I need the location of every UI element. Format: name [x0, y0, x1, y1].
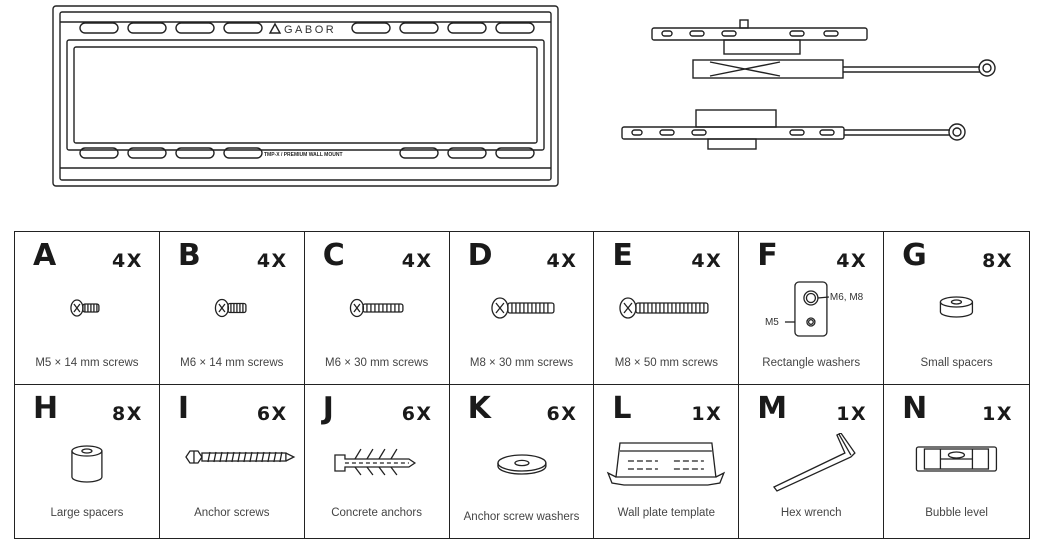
parts-list-grid: A 4X M5 × 14 mm screws B 4X M6 × 14 mm s… [14, 231, 1030, 539]
part-quantity: 4X [836, 250, 868, 272]
part-label: M8 × 50 mm screws [614, 357, 718, 369]
hex-wrench-icon [739, 433, 883, 511]
part-cell-a: A 4X M5 × 14 mm screws [15, 232, 160, 385]
part-quantity: 4X [256, 250, 288, 272]
part-label: Concrete anchors [331, 507, 423, 519]
part-letter: B [177, 238, 202, 273]
template-icon [594, 433, 738, 511]
part-cell-g: G 8X Small spacers [884, 232, 1029, 385]
part-label: Large spacers [50, 507, 124, 519]
part-letter: I [177, 391, 191, 426]
small-spacer-icon [884, 280, 1029, 358]
part-cell-k: K 6X Anchor screw washers [450, 385, 595, 538]
part-cell-m: M 1X Hex wrench [739, 385, 885, 538]
part-cell-e: E 4X M8 × 50 mm screws [594, 232, 740, 385]
bubble-level-icon [884, 433, 1029, 511]
brand-logo: GABOR [284, 24, 336, 36]
part-cell-f: F 4X M6, M8 M5 Rectangle washers [739, 232, 885, 385]
short-screw-icon [160, 280, 304, 358]
part-cell-j: J 6X Concrete anchors [305, 385, 450, 538]
part-quantity: 6X [546, 403, 578, 425]
part-label: M6 × 14 mm screws [180, 357, 284, 369]
part-letter: M [757, 391, 789, 426]
part-quantity: 1X [836, 403, 868, 425]
short-screw-icon [15, 280, 159, 358]
part-letter: F [757, 238, 779, 273]
medium-screw-icon [305, 280, 449, 358]
large-spacer-icon [15, 433, 159, 511]
part-letter: A [33, 238, 58, 273]
part-label: Hex wrench [780, 507, 842, 519]
part-letter: H [33, 391, 60, 426]
medium-screw-icon [450, 280, 594, 358]
part-quantity: 6X [256, 403, 288, 425]
anchor-screw-icon [160, 433, 304, 511]
part-label: M5 × 14 mm screws [35, 357, 139, 369]
part-letter: J [322, 391, 335, 426]
part-letter: E [612, 238, 634, 273]
part-quantity: 6X [401, 403, 433, 425]
part-quantity: 1X [691, 403, 723, 425]
washer-callout-large: M6, M8 [830, 292, 864, 303]
long-screw-icon [594, 280, 738, 358]
part-letter: K [467, 391, 492, 426]
part-label: M8 × 30 mm screws [469, 357, 574, 369]
part-quantity: 1X [982, 403, 1013, 425]
part-quantity: 4X [546, 250, 578, 272]
part-cell-d: D 4X M8 × 30 mm screws [449, 232, 595, 385]
mount-illustration: GABOR TMP-X / PREMIUM WALL MOUNT [52, 5, 996, 187]
part-label: Anchor screws [194, 507, 270, 519]
part-quantity: 8X [111, 403, 143, 425]
part-letter: G [902, 238, 928, 273]
concrete-anchor-icon [305, 433, 449, 511]
part-quantity: 8X [982, 250, 1013, 272]
part-label: Bubble level [925, 507, 988, 519]
part-cell-b: B 4X M6 × 14 mm screws [159, 232, 305, 385]
rectangle-washer-icon: M6, M8 M5 [739, 280, 883, 358]
part-quantity: 4X [691, 250, 723, 272]
part-label: M6 × 30 mm screws [325, 357, 429, 369]
plate-model-text: TMP-X / PREMIUM WALL MOUNT [264, 152, 343, 158]
part-label: Wall plate template [617, 507, 716, 519]
tv-bracket-arm-lower [621, 109, 966, 150]
part-cell-c: C 4X M6 × 30 mm screws [304, 232, 450, 385]
part-letter: L [612, 391, 633, 426]
part-letter: D [467, 238, 494, 273]
part-label: Small spacers [920, 357, 993, 369]
flat-washer-icon [450, 433, 594, 511]
part-letter: N [902, 391, 929, 426]
tv-bracket-arm-upper [651, 19, 996, 79]
part-quantity: 4X [401, 250, 433, 272]
part-quantity: 4X [111, 250, 143, 272]
wall-plate-drawing [52, 5, 559, 187]
part-label: Rectangle washers [762, 357, 861, 369]
part-cell-h: H 8X Large spacers [15, 385, 160, 538]
part-cell-i: I 6X Anchor screws [160, 385, 305, 538]
part-cell-l: L 1X Wall plate template [594, 385, 740, 538]
washer-callout-small: M5 [765, 317, 779, 328]
part-cell-n: N 1X Bubble level [884, 385, 1029, 538]
part-label: Anchor screw washers [463, 511, 580, 523]
part-letter: C [322, 238, 346, 273]
